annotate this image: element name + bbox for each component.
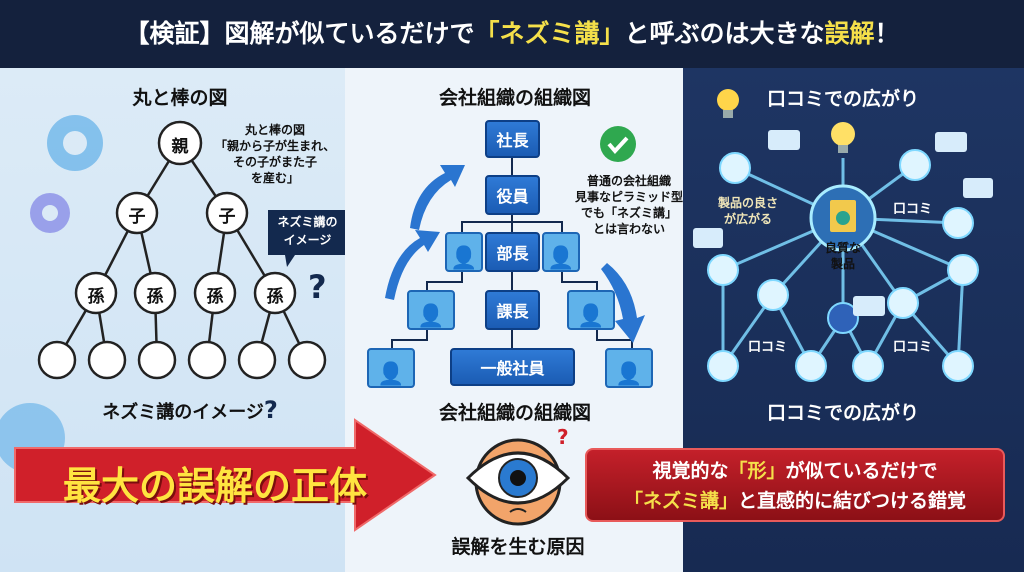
panel-title: 丸と棒の図: [132, 87, 228, 109]
gear-icon: [30, 193, 70, 233]
arrow-label: 最大の誤解の正体: [62, 464, 367, 508]
panel-caption: 口コミでの広がり: [766, 402, 919, 424]
org-box-staff: 一般社員: [450, 348, 575, 386]
cause-label: 誤解を生む原因: [451, 536, 585, 558]
bubble-text: ネズミ講のイメージ: [277, 215, 338, 247]
person-avatar: 👤: [407, 290, 455, 330]
panel-title: 口コミでの広がり: [766, 88, 919, 110]
spread-label: 製品の良さが広がる: [717, 196, 778, 226]
org-box-section-chief: 課長: [485, 290, 540, 330]
arrow-icon: [385, 165, 645, 343]
network-graphic: [693, 89, 993, 382]
product-label: 良質な製品: [824, 241, 861, 271]
lightbulb-icon: [717, 89, 739, 118]
node-grandchild: 孫: [146, 287, 164, 307]
gear-icon: [47, 115, 103, 171]
node-grandchild: 孫: [206, 287, 224, 307]
node-root: 親: [171, 137, 189, 157]
org-box-executive: 役員: [485, 175, 540, 215]
org-box-department-head: 部長: [485, 232, 540, 272]
speech-bubble: [268, 210, 345, 267]
org-note: 普通の会社組織見事なピラミッド型でも「ネズミ講」とは言わない: [574, 174, 683, 236]
lightbulb-icon: [831, 122, 855, 153]
node-child: 子: [128, 207, 146, 227]
node-grandchild: 孫: [87, 287, 105, 307]
panel-title: 会社組織の組織図: [438, 87, 591, 109]
person-avatar: 👤: [367, 348, 415, 388]
kuchikomi-label: 口コミ: [893, 202, 933, 217]
page-title: 【検証】図解が似ているだけで「ネズミ講」と呼ぶのは大きな誤解！: [0, 0, 1024, 68]
panel-caption: 会社組織の組織図: [438, 402, 591, 424]
person-avatar: 👤: [605, 348, 653, 388]
check-icon: [600, 126, 636, 162]
person-avatar: 👤: [445, 232, 483, 272]
person-avatar: 👤: [542, 232, 580, 272]
question-mark-icon: ?: [557, 425, 569, 449]
org-box-president: 社長: [485, 120, 540, 158]
panel-caption: ネズミ講のイメージ?: [102, 396, 278, 424]
kuchikomi-label: 口コミ: [748, 340, 788, 355]
explanation-box: 視覚的な「形」が似ているだけで 「ネズミ講」と直感的に結びつける錯覚: [585, 448, 1005, 522]
question-mark-icon: ?: [308, 268, 327, 306]
node-grandchild: 孫: [266, 287, 284, 307]
user-node: [827, 302, 859, 334]
person-node: [707, 149, 979, 382]
kuchikomi-label: 口コミ: [893, 340, 933, 355]
chat-bubble-icon: [693, 130, 993, 316]
node-child: 子: [218, 207, 236, 227]
tree-note: 丸と棒の図「親から子が生まれ、その子がまた子を産む」: [215, 123, 336, 185]
person-avatar: 👤: [567, 290, 615, 330]
